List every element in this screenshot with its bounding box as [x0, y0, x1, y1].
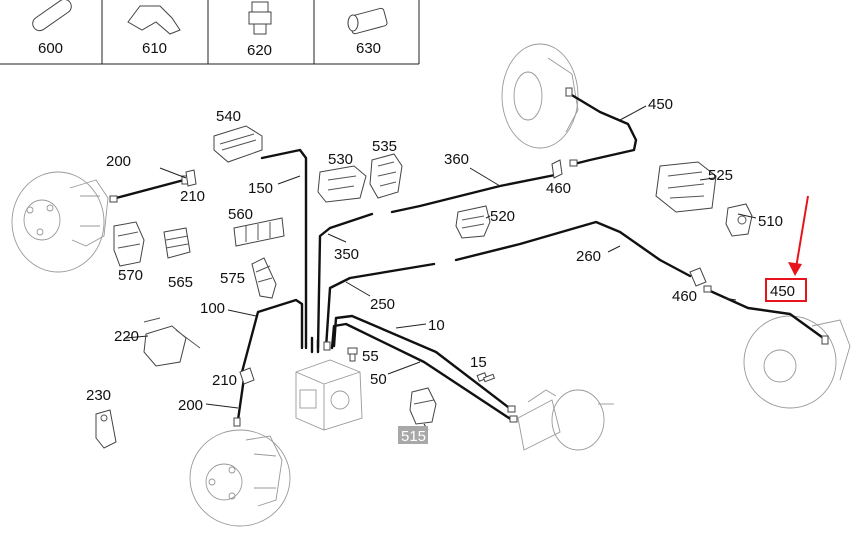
rear-right-brake-disc — [743, 315, 851, 409]
label-530: 530 — [328, 151, 353, 168]
part-565-clip — [163, 227, 191, 259]
legend-cell-620: 620 — [247, 42, 272, 59]
part-530-holder — [317, 165, 367, 203]
label-230: 230 — [86, 387, 111, 404]
clip-460-right — [689, 267, 707, 287]
legend-table: 600 610 620 630 — [0, 0, 420, 65]
label-220: 220 — [114, 328, 139, 345]
label-575: 575 — [220, 270, 245, 287]
part-55-bolt — [347, 347, 358, 362]
part-570-clip — [113, 221, 145, 267]
label-100: 100 — [200, 300, 225, 317]
nut-icon — [347, 7, 388, 35]
front-left-brake-disc — [11, 171, 109, 273]
part-515-clip — [409, 387, 437, 425]
label-55: 55 — [362, 348, 379, 365]
tube-icon — [32, 0, 72, 32]
part-540-bracket — [213, 125, 263, 163]
label-570: 570 — [118, 267, 143, 284]
brake-pipes — [114, 92, 828, 422]
abs-hydraulic-unit — [295, 359, 363, 431]
label-560: 560 — [228, 206, 253, 223]
label-200-lower: 200 — [178, 397, 203, 414]
label-50: 50 — [370, 371, 387, 388]
bracket-icon — [127, 5, 181, 35]
part-220-bracket — [143, 317, 201, 367]
label-15: 15 — [470, 354, 487, 371]
part-525-holder — [655, 161, 717, 213]
label-525: 525 — [708, 167, 733, 184]
label-10: 10 — [428, 317, 445, 334]
label-460-right: 460 — [672, 288, 697, 305]
part-535-clip — [369, 153, 403, 199]
label-250: 250 — [370, 296, 395, 313]
label-360: 360 — [444, 151, 469, 168]
fitting-icon — [248, 1, 272, 35]
label-260: 260 — [576, 248, 601, 265]
brake-booster-master-cylinder — [517, 389, 614, 451]
part-560-clip-row — [233, 217, 285, 247]
clip-210-left — [185, 169, 197, 187]
label-510: 510 — [758, 213, 783, 230]
label-515: 515 — [401, 428, 426, 445]
legend-cell-600: 600 — [38, 40, 63, 57]
part-520-holder — [455, 205, 491, 239]
part-230-sensor — [95, 409, 117, 449]
part-15-bolt — [476, 372, 496, 383]
part-575-clip — [251, 257, 277, 299]
label-450-top: 450 — [648, 96, 673, 113]
front-right-brake-disc — [501, 43, 579, 149]
leader-lines — [125, 105, 757, 431]
label-520: 520 — [490, 208, 515, 225]
label-350: 350 — [334, 246, 359, 263]
clip-460-top — [551, 159, 563, 179]
clip-210-lower — [239, 367, 255, 385]
callout-labels: 450 540 535 530 360 200 210 150 460 525 … — [86, 96, 783, 414]
legend-cell-630: 630 — [356, 40, 381, 57]
rear-left-brake-disc — [189, 429, 291, 527]
label-515-badge: 515 — [398, 426, 428, 445]
label-210-lower: 210 — [212, 372, 237, 389]
pipe-fittings — [109, 87, 829, 427]
label-565: 565 — [168, 274, 193, 291]
label-200-left: 200 — [106, 153, 131, 170]
label-450-right: 450 — [770, 283, 795, 300]
legend-cell-610: 610 — [142, 40, 167, 57]
part-510-clip — [725, 203, 753, 237]
label-540: 540 — [216, 108, 241, 125]
label-535: 535 — [372, 138, 397, 155]
highlight-450: 450 — [765, 195, 809, 302]
arrow-head-icon — [788, 262, 802, 276]
label-460-top: 460 — [546, 180, 571, 197]
label-210-left: 210 — [180, 188, 205, 205]
label-150: 150 — [248, 180, 273, 197]
